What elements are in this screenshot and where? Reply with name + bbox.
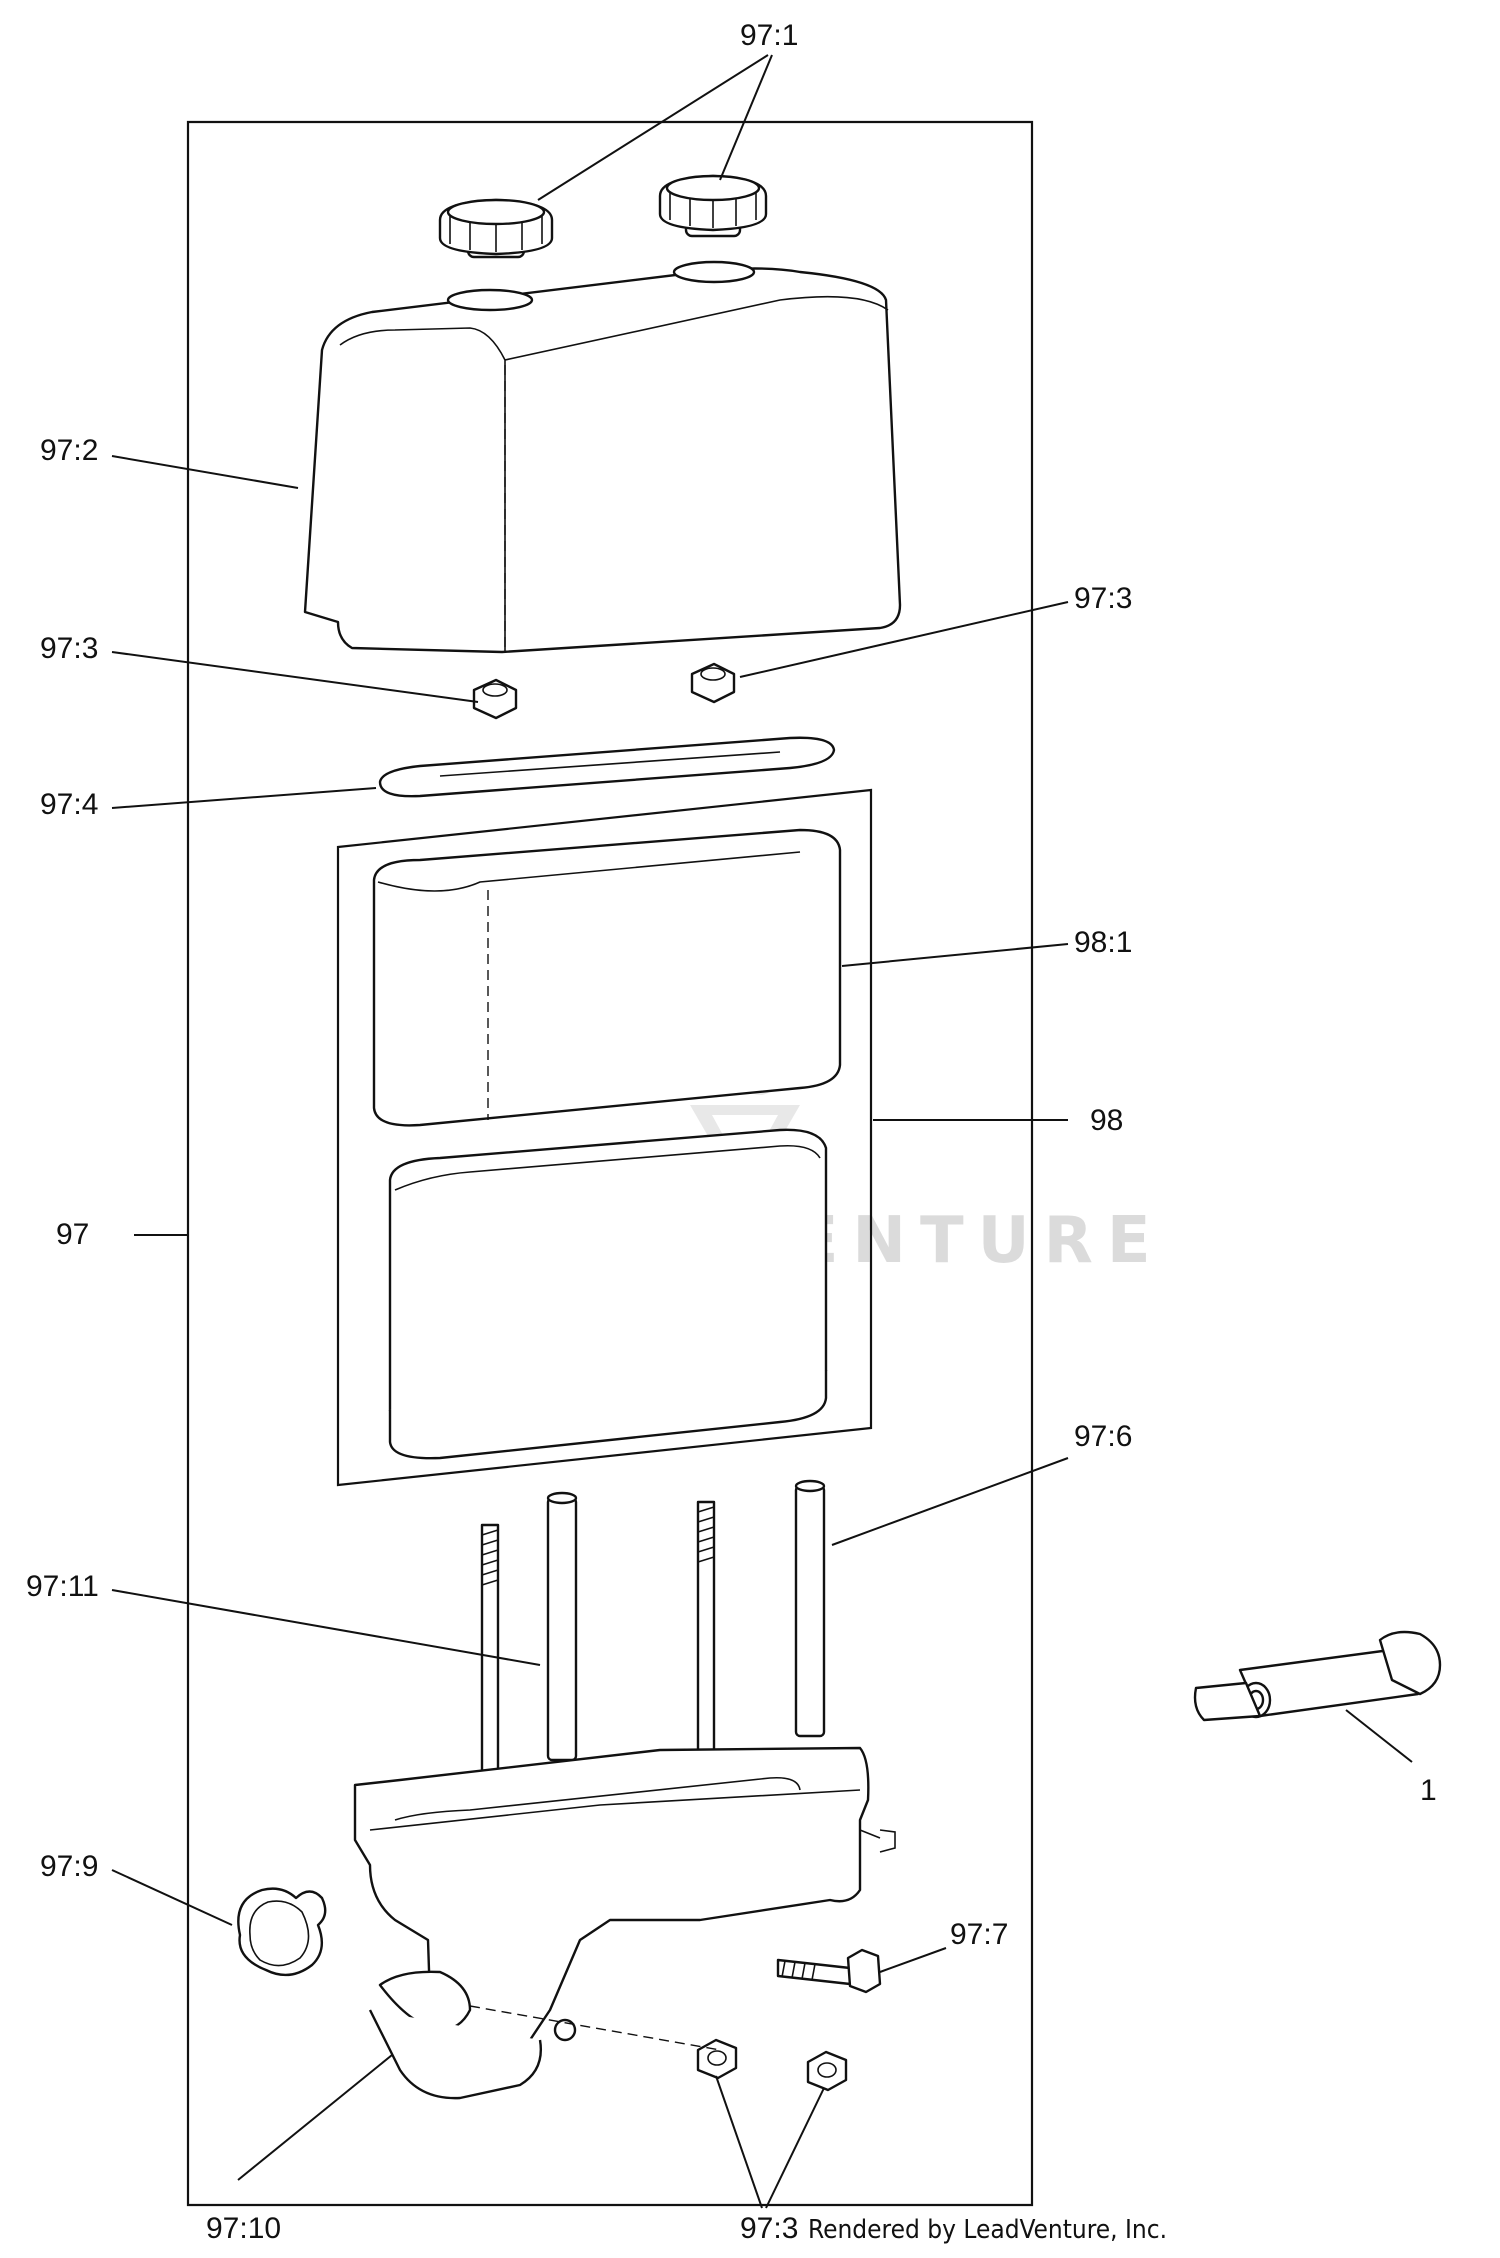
spacer-right [794, 1479, 826, 1738]
callout-97-9: 97:9 [40, 1850, 98, 1883]
callout-97-3-right: 97:3 [1074, 582, 1132, 615]
breather-gasket [237, 1887, 327, 1977]
knob-left [438, 198, 554, 259]
callout-98-1: 98:1 [1074, 926, 1132, 959]
callout-97: 97 [56, 1218, 89, 1251]
bolt [776, 1948, 882, 1994]
leader-lines [111, 54, 1413, 2209]
assembly-axis-line [469, 2005, 721, 2051]
callout-97-7: 97:7 [950, 1918, 1008, 1951]
hose [1193, 1630, 1442, 1722]
nut-bottom-left [696, 2038, 738, 2080]
callout-97-10: 97:10 [206, 2212, 281, 2245]
callout-97-2: 97:2 [40, 434, 98, 467]
air-cleaner-base [353, 1746, 896, 2100]
spacer-left [546, 1491, 578, 1762]
render-credit: Rendered by LeadVenture, Inc. [808, 2215, 1167, 2245]
nut-bottom-right [806, 2050, 848, 2092]
callout-97-4: 97:4 [40, 788, 98, 821]
assembly-frame-97 [186, 120, 1034, 2207]
callout-97-1: 97:1 [740, 19, 798, 52]
air-cleaner-cover [303, 260, 902, 654]
nut-upper-right [690, 662, 736, 704]
callout-97-11: 97:11 [26, 1570, 99, 1603]
watermark-v-icon [690, 1105, 800, 1200]
callout-97-6: 97:6 [1074, 1420, 1132, 1453]
assembly-frame-98 [336, 788, 873, 1487]
pre-cleaner [372, 828, 842, 1127]
knob-right [658, 174, 768, 238]
callout-97-3-left: 97:3 [40, 632, 98, 665]
callout-1: 1 [1420, 1774, 1437, 1807]
nut-upper-left [472, 678, 518, 720]
paper-filter [388, 1128, 828, 1460]
callout-97-3-bottom: 97:3 [740, 2212, 798, 2245]
callout-98: 98 [1090, 1104, 1123, 1137]
gasket [378, 736, 836, 798]
